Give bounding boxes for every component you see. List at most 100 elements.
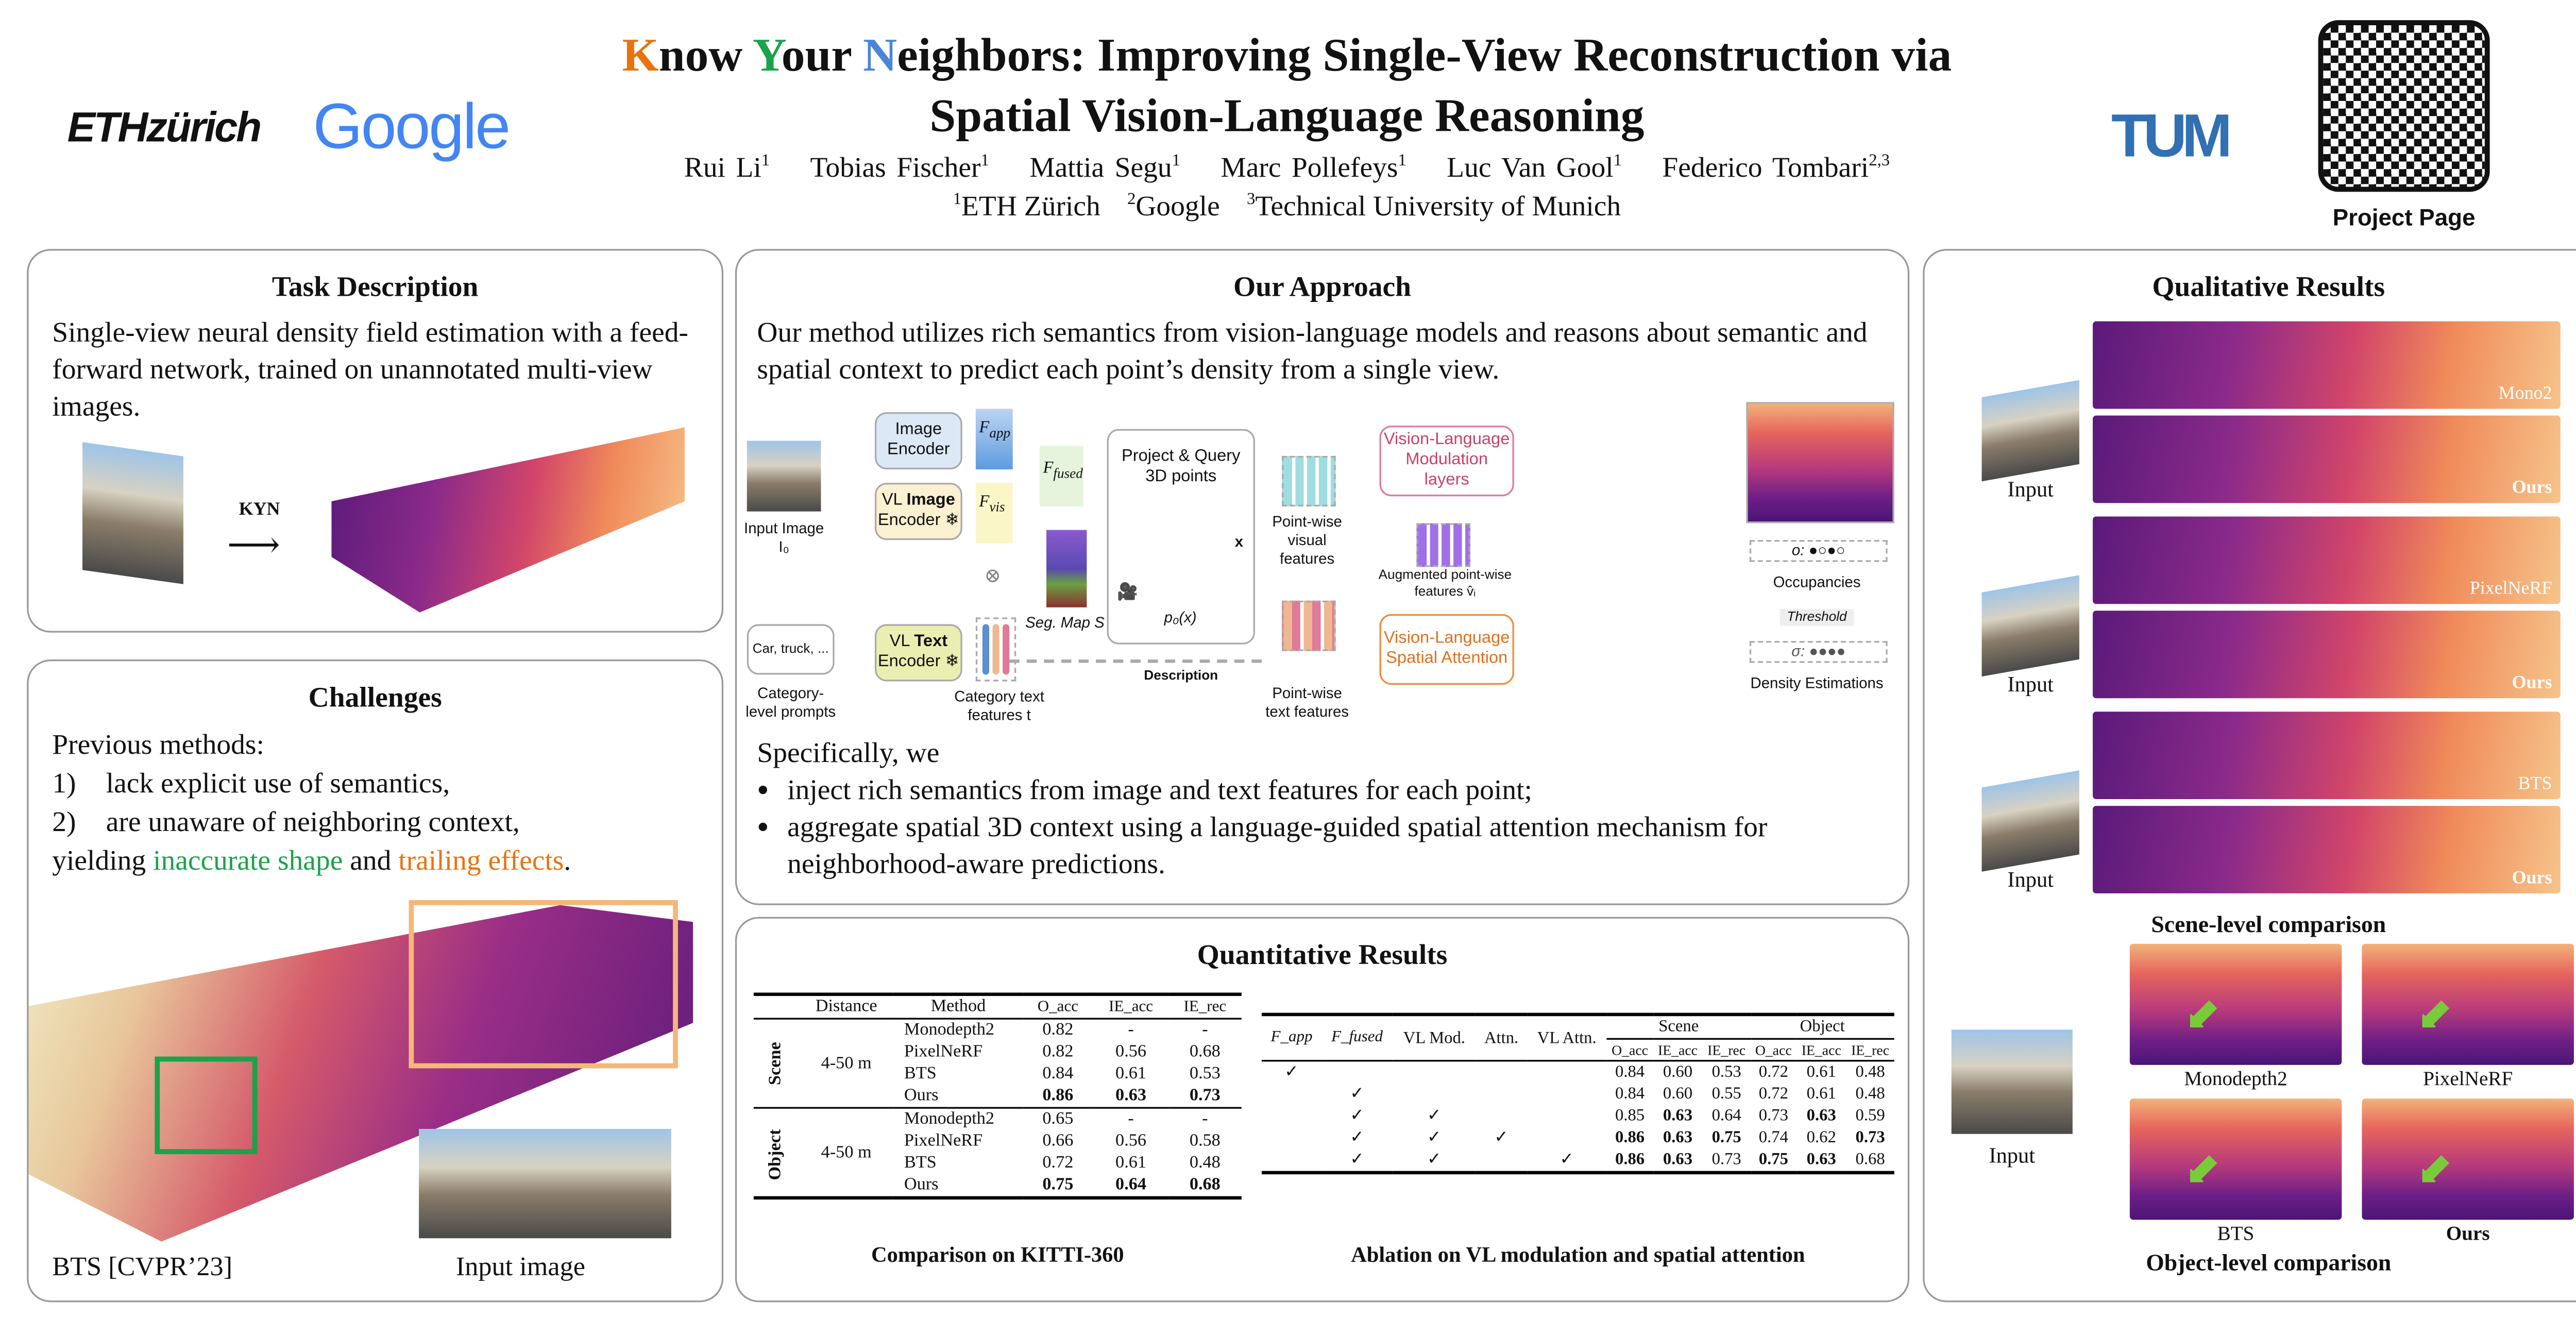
author-name: Marc Pollefeys (1221, 151, 1398, 183)
metric-header: O_acc (1612, 1041, 1649, 1058)
scene-input-image (1981, 575, 2079, 677)
t: F (979, 419, 990, 437)
value-cell: 0.63 (1663, 1129, 1693, 1147)
value-cell: 0.74 (1758, 1129, 1788, 1147)
value-cell: 0.64 (1711, 1107, 1741, 1126)
project-page-label[interactable]: Project Page (2332, 204, 2476, 231)
affiliation: 1ETH Zürich (953, 190, 1100, 222)
scene-method-label: Ours (2512, 478, 2552, 498)
value-cell: 0.56 (1115, 1043, 1147, 1062)
scene-input-label: Input (2007, 476, 2054, 502)
value-cell: 0.72 (1042, 1154, 1074, 1173)
occupancies-label: Occupancies (1773, 573, 1861, 591)
value-cell: 0.48 (1189, 1154, 1221, 1173)
arrow-icon: ⬋ (2415, 991, 2453, 1040)
author: Rui Li1 (684, 151, 770, 183)
panel-title: Challenges (308, 681, 442, 714)
item-num: 2) (52, 806, 76, 838)
t: vis (989, 499, 1005, 515)
input-photo (82, 442, 183, 584)
camera-icon: 🎥 (1117, 584, 1138, 602)
multiply-icon: ⊗ (984, 563, 1002, 587)
value-cell: 0.63 (1806, 1151, 1836, 1170)
t: Text (914, 632, 948, 651)
arrow-icon: ⬋ (2183, 1145, 2221, 1195)
value-cell: - (1128, 1021, 1134, 1040)
description-label: Description (1144, 668, 1218, 683)
title-seg: eighbors: Improving Single-View Reconstr… (897, 30, 1952, 82)
p0-label: p₀(x) (1164, 609, 1197, 626)
item-text: are unaware of neighboring context, (106, 806, 520, 838)
author-sup: 1 (761, 151, 770, 171)
method-cell: BTS (904, 1154, 937, 1173)
title-seg: our (781, 30, 863, 82)
inaccurate-shape-text: inaccurate shape (153, 844, 343, 877)
specifics: Specifically, we inject rich semantics f… (757, 735, 1884, 883)
value-cell: 0.53 (1711, 1063, 1741, 1082)
f-vis-feature: Fvis (975, 483, 1013, 544)
column-header: IE_acc (1108, 998, 1154, 1016)
value-cell: 0.84 (1615, 1085, 1645, 1104)
method-cell: PixelNeRF (904, 1132, 983, 1151)
group-label: Scene (767, 1041, 786, 1085)
flag-header: F_app (1270, 1029, 1313, 1047)
trailing-effects-text: trailing effects (398, 844, 564, 877)
value-cell: 0.55 (1711, 1085, 1741, 1104)
method-cell: Ours (904, 1087, 939, 1106)
t: F (979, 493, 990, 512)
title-line2: Spatial Vision-Language Reasoning (929, 91, 1645, 143)
group-header: Scene (1606, 1014, 1751, 1040)
scene-input-image (1981, 380, 2079, 482)
check-cell (1262, 1127, 1321, 1149)
scene-input-label: Input (2007, 671, 2054, 697)
check-cell (1527, 1105, 1607, 1127)
value-cell: 0.72 (1758, 1063, 1788, 1082)
value-cell: 0.68 (1189, 1176, 1221, 1195)
value-cell: 0.86 (1042, 1087, 1074, 1106)
value-cell: 0.61 (1115, 1154, 1147, 1173)
value-cell: 0.58 (1189, 1132, 1221, 1151)
flag-header: F_fused (1331, 1029, 1383, 1047)
scene-method-label: BTS (2518, 774, 2552, 794)
title-y: Y (752, 30, 782, 82)
t: app (989, 426, 1011, 441)
metric-header: IE_acc (1801, 1041, 1841, 1058)
check-cell (1476, 1149, 1527, 1173)
column-header: Method (930, 997, 986, 1017)
trailing-effects-box (409, 900, 678, 1069)
table-row: BTS 0.72 0.61 0.48 (754, 1153, 1242, 1174)
check-cell (1393, 1084, 1476, 1105)
spec-intro: Specifically, we (757, 737, 940, 769)
qr-code[interactable] (2318, 20, 2490, 192)
t: fused (1053, 466, 1083, 481)
author: Mattia Segu1 (1029, 151, 1180, 183)
column-header: O_acc (1037, 998, 1079, 1016)
scene-caption: Scene-level comparison (2151, 914, 2386, 939)
scene-method-label: Ours (2512, 868, 2552, 889)
affiliation: 2Google (1127, 190, 1220, 222)
value-cell: 0.64 (1115, 1176, 1147, 1195)
author-sup: 1 (980, 151, 989, 171)
t: Image (906, 491, 955, 510)
metric-header: IE_rec (1851, 1041, 1890, 1058)
author-sup: 2,3 (1869, 151, 1890, 171)
check-cell: ✓ (1427, 1129, 1442, 1147)
input-image-thumb (747, 441, 821, 512)
author: Luc Van Gool1 (1447, 151, 1622, 183)
value-cell: 0.63 (1115, 1087, 1147, 1106)
occupancy-row: o: ●○●○ (1749, 540, 1888, 562)
approach-panel: Our Approach Our method utilizes rich se… (735, 249, 1910, 905)
value-cell: 0.84 (1615, 1063, 1645, 1082)
value-cell: 0.53 (1189, 1064, 1221, 1084)
seg-map-image (1046, 530, 1087, 607)
bullet: inject rich semantics from image and tex… (787, 772, 1884, 809)
aff-sup: 3 (1246, 191, 1256, 210)
augmented-label: Augmented point-wise features v̂ᵢ (1378, 567, 1512, 599)
